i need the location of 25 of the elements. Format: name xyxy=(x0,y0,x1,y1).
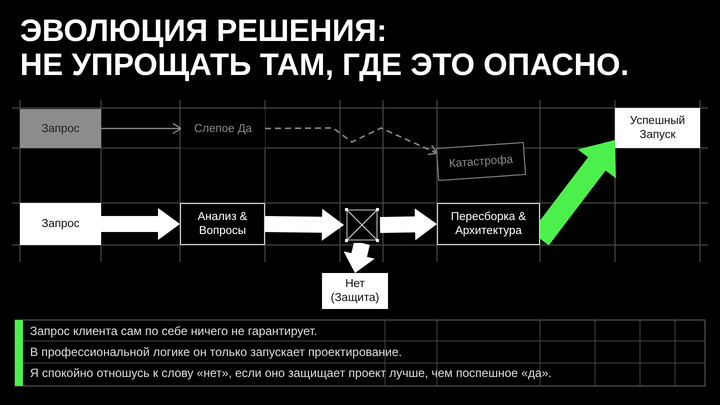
note-text: Я спокойно отношусь к слову «нет», если оно защищает проект лучше, чем поспешное «да». xyxy=(30,365,552,381)
node-label: Успешный Запуск xyxy=(628,114,686,142)
process-box xyxy=(322,273,388,309)
crossed-box xyxy=(344,207,380,243)
arrow xyxy=(101,122,182,134)
node-label: Катастрофа xyxy=(448,152,514,171)
request-box xyxy=(20,109,101,148)
process-box xyxy=(180,203,265,245)
block-arrow xyxy=(380,208,437,240)
node-label: Пересборка & Архитектура xyxy=(450,210,528,238)
note-text: В профессиональной логике он только запускает проектирование. xyxy=(30,344,402,360)
node-label: Слепое Да xyxy=(194,122,252,136)
node-label: Запрос xyxy=(41,217,80,231)
node-label: Запрос xyxy=(41,122,80,136)
block-arrow xyxy=(264,208,344,241)
node-label: Нет (Защита) xyxy=(330,277,380,305)
process-box xyxy=(181,109,265,148)
node-label: Анализ & Вопросы xyxy=(196,210,248,238)
process-box xyxy=(437,203,540,245)
block-arrow xyxy=(344,241,375,273)
process-box xyxy=(20,203,101,245)
note-text: Запрос клиента сам по себе ничего не гарантирует. xyxy=(30,323,318,339)
title: ЭВОЛЮЦИЯ РЕШЕНИЯ: НЕ УПРОЩАТЬ ТАМ, ГДЕ ЭТО ОПАСНО. xyxy=(20,14,629,82)
block-arrow xyxy=(101,208,180,240)
process-box xyxy=(615,108,700,148)
